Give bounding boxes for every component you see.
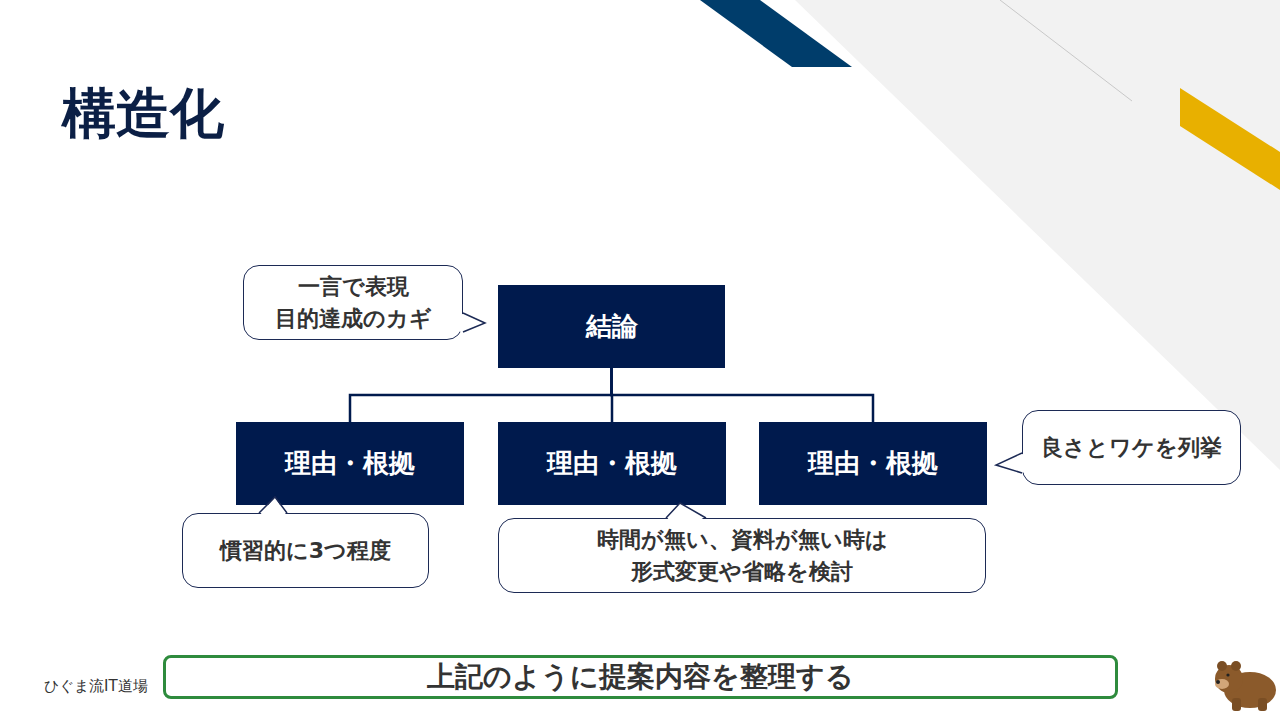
callout-tail — [996, 453, 1022, 473]
reason-box: 理由・根拠 — [498, 422, 726, 505]
navy-stripe — [700, 0, 852, 67]
node-text: 良さとワケを列挙 — [1041, 432, 1222, 464]
summary-box: 上記のように提案内容を整理する — [163, 655, 1118, 699]
callout-bubble: 時間が無い、資料が無い時は 形式変更や省略を検討 — [498, 518, 986, 593]
node-text: 慣習的に3つ程度 — [220, 535, 391, 567]
reason-box: 理由・根拠 — [236, 422, 464, 505]
callout-tail — [259, 497, 287, 513]
node-text: 一言で表現 目的達成のカギ — [256, 271, 450, 335]
bear-illustration — [1215, 661, 1276, 711]
yellow-stripe — [1180, 88, 1280, 190]
callout-bubble: 良さとワケを列挙 — [1022, 410, 1241, 485]
bear-leg — [1232, 698, 1241, 711]
bear-snout — [1215, 679, 1229, 689]
callout-bubble: 慣習的に3つ程度 — [182, 513, 429, 588]
gray-band — [795, 0, 1280, 470]
tree-connector — [612, 368, 874, 422]
slide-title: 構造化 — [62, 78, 224, 151]
bear-eye — [1226, 673, 1229, 676]
callout-tail — [460, 313, 485, 332]
callout-tail — [666, 503, 706, 521]
conclusion-box: 結論 — [498, 285, 725, 368]
callout-tail — [666, 503, 706, 518]
reason-box: 理由・根拠 — [759, 422, 987, 505]
node-text: 時間が無い、資料が無い時は 形式変更や省略を検討 — [511, 524, 973, 588]
footer-label: ひぐま流IT道場 — [44, 677, 148, 696]
callout-tail — [259, 497, 287, 516]
tree-connector — [350, 368, 612, 422]
callout-bubble: 一言で表現 目的達成のカギ — [243, 265, 463, 340]
callout-tail — [996, 453, 1025, 473]
node-text: 理由・根拠 — [285, 446, 415, 481]
thin-line — [1000, 0, 1132, 101]
bear-nose — [1216, 680, 1220, 684]
node-text: 結論 — [586, 309, 638, 344]
callout-tail — [463, 313, 485, 332]
node-text: 上記のように提案内容を整理する — [427, 658, 854, 696]
bear-ear — [1231, 661, 1241, 671]
bear-leg — [1258, 698, 1267, 711]
node-text: 理由・根拠 — [808, 446, 938, 481]
bear-ear — [1217, 661, 1227, 671]
node-text: 理由・根拠 — [547, 446, 677, 481]
